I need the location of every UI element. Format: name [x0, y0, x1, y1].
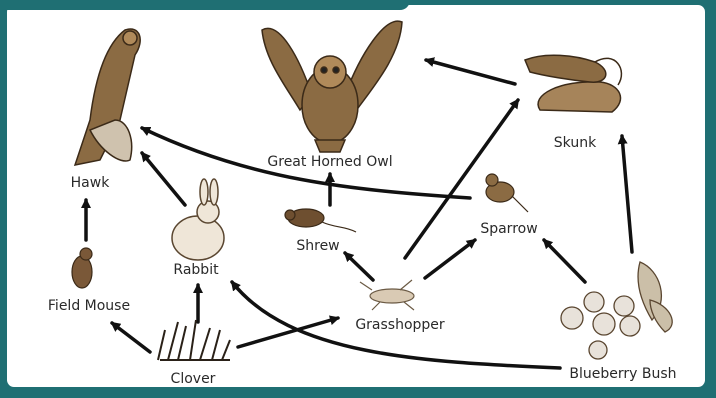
label-hawk: Hawk — [71, 175, 111, 191]
arrow-rabbit-to-hawk — [140, 151, 187, 207]
arrow-grasshopper-to-sparrow — [423, 238, 477, 280]
rabbit-icon — [171, 178, 225, 261]
owl-icon — [261, 20, 403, 153]
arrow-clover-to-grasshopper — [236, 315, 340, 349]
grasshopper-icon — [359, 279, 415, 311]
label-clover: Clover — [171, 371, 216, 387]
skunk-icon — [524, 54, 623, 113]
label-shrew: Shrew — [296, 238, 339, 254]
shrew-icon — [284, 208, 357, 233]
blueberry-icon — [560, 261, 673, 360]
clover-icon — [157, 319, 231, 361]
label-skunk: Skunk — [554, 135, 597, 151]
arrow-clover-to-fieldmouse — [110, 321, 152, 354]
label-owl: Great Horned Owl — [267, 154, 392, 170]
label-fieldmouse: Field Mouse — [48, 298, 130, 314]
label-blueberry: Blueberry Bush — [569, 366, 676, 382]
mouse-icon — [71, 247, 93, 289]
hawk-icon — [73, 28, 141, 166]
header-tab — [0, 0, 410, 10]
arrow-sparrow-to-hawk — [140, 126, 472, 200]
arrow-blueberry-to-skunk — [617, 134, 634, 254]
arrow-grasshopper-to-skunk — [403, 98, 520, 260]
label-rabbit: Rabbit — [173, 262, 219, 278]
arrow-skunk-to-owl — [424, 57, 517, 86]
arrow-blueberry-to-sparrow — [542, 238, 587, 284]
sparrow-icon — [485, 173, 529, 213]
arrow-blueberry-to-rabbit — [230, 280, 562, 370]
label-sparrow: Sparrow — [480, 221, 537, 237]
arrow-grasshopper-to-shrew — [343, 251, 375, 282]
label-grasshopper: Grasshopper — [355, 317, 445, 333]
